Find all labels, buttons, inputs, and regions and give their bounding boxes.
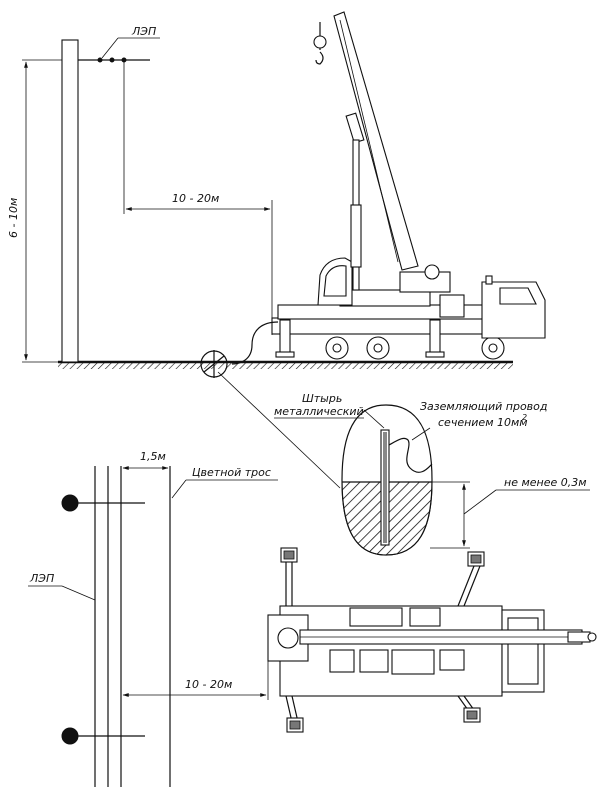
ground-hatch xyxy=(58,362,513,369)
side-view: ЛЭП 6 - 10м 10 - 20м xyxy=(7,11,546,489)
depth-label: не менее 0,3м xyxy=(504,476,587,489)
plan-pole-top xyxy=(61,494,79,512)
ground-wire-label-2: сечением 10мм xyxy=(438,416,528,429)
colored-rope-label: Цветной трос xyxy=(192,466,271,479)
rod-label-2: металлический xyxy=(274,405,364,418)
power-pole xyxy=(61,39,79,363)
distance-label-side: 10 - 20м xyxy=(172,192,219,205)
distance-label-plan: 10 - 20м xyxy=(185,678,232,691)
ground-wire-label-sup: 2 xyxy=(522,413,527,422)
ground-rod-symbol xyxy=(200,350,228,378)
crane-boom xyxy=(333,11,419,271)
plan-pole-bottom xyxy=(61,727,79,745)
plan-view: 1,5м Цветной трос ЛЭП 10 - 20м xyxy=(28,450,597,787)
power-line-label-top: ЛЭП xyxy=(131,25,156,38)
ground-wire-label-1: Заземляющий провод xyxy=(420,400,548,413)
rod-label-1: Штырь xyxy=(302,392,342,405)
crane-truck-plan xyxy=(267,547,597,733)
crane-truck-side xyxy=(231,11,546,365)
height-label: 6 - 10м xyxy=(7,198,20,238)
spacing-label: 1,5м xyxy=(140,450,166,463)
ground-rod-detail: Штырь металлический Заземляющий провод с… xyxy=(274,392,590,556)
power-line-label-plan: ЛЭП xyxy=(29,572,54,585)
